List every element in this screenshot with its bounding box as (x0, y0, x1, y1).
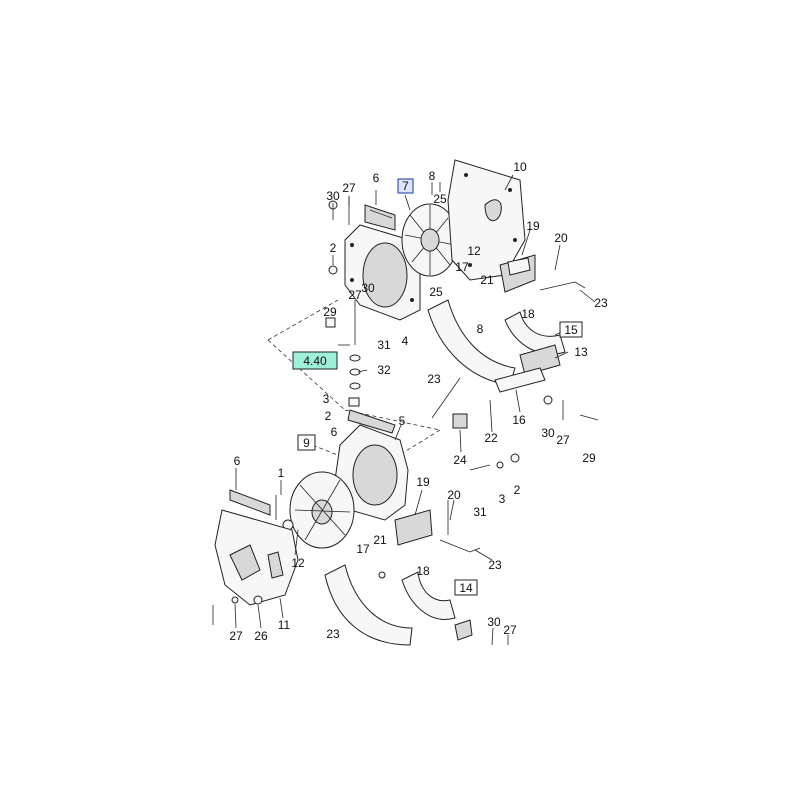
ref-box-14-label: 14 (459, 581, 473, 595)
callout-label: 18 (521, 307, 535, 321)
callout-label: 27 (229, 629, 243, 643)
bolt-set-upper (325, 196, 361, 407)
callout-label: 12 (467, 244, 481, 258)
callout-label: 30 (541, 426, 555, 440)
rear-cover-10 (447, 159, 526, 281)
callout-label: 20 (554, 231, 568, 245)
bolt-set-lower (212, 495, 449, 625)
callout-label: 19 (526, 219, 540, 233)
rod-23-lower (439, 539, 481, 553)
ref-box-14[interactable]: 14 (454, 579, 478, 596)
callout-label: 23 (488, 558, 502, 572)
callout-label: 6 (234, 454, 241, 468)
callout-label: 6 (331, 425, 338, 439)
support-bracket-19 (499, 254, 536, 293)
assembly-outline-dashed (267, 299, 441, 471)
callout-label: 3 (323, 392, 330, 406)
clamp-assembly-15 (494, 311, 566, 393)
callout-label: 18 (416, 564, 430, 578)
callout-label: 3 (499, 492, 506, 506)
callout-label: 5 (399, 414, 406, 428)
callout-label: 13 (574, 345, 588, 359)
callout-label: 27 (556, 433, 570, 447)
mounting-plate-middle (347, 409, 396, 434)
callout-label: 23 (427, 372, 441, 386)
callout-label: 17 (356, 542, 370, 556)
callout-label: 23 (326, 627, 340, 641)
callout-label: 29 (323, 305, 337, 319)
callout-label: 27 (503, 623, 517, 637)
ref-box-9[interactable]: 9 (297, 434, 316, 451)
scroll-housing-lower (324, 564, 413, 646)
callout-labels: 30 27 6 2 27 30 29 31 32 3 2 6 5 4 8 10 … (229, 160, 608, 643)
callout-label: 27 (342, 181, 356, 195)
flange-housing-4 (344, 224, 421, 321)
ref-box-15-label: 15 (564, 323, 578, 337)
callout-label: 4 (402, 334, 409, 348)
rod-23-mid (431, 377, 461, 419)
callout-label: 16 (512, 413, 526, 427)
callout-label: 21 (373, 533, 387, 547)
ref-box-7[interactable]: 7 (397, 178, 414, 194)
callout-label: 19 (416, 475, 430, 489)
rod-23-upper (539, 281, 586, 291)
mounting-plate-lower (229, 489, 271, 516)
rear-plate-11 (214, 509, 299, 606)
callout-label: 25 (433, 192, 447, 206)
callout-label: 10 (513, 160, 527, 174)
bolt-set-mid (469, 453, 520, 471)
callout-label: 31 (377, 338, 391, 352)
callout-label: 11 (278, 618, 291, 632)
flange-housing-5 (334, 424, 409, 521)
scroll-housing-17 (427, 299, 516, 386)
callout-label: 26 (254, 629, 268, 643)
callout-label: 23 (594, 296, 608, 310)
callout-label: 29 (582, 451, 596, 465)
callout-label: 1 (278, 466, 285, 480)
ref-box-4-40-label: 4.40 (303, 354, 327, 368)
ref-box-7-label: 7 (402, 179, 409, 193)
ref-box-15[interactable]: 15 (559, 321, 583, 338)
callout-label: 22 (484, 431, 498, 445)
callout-label: 27 (348, 288, 362, 302)
callout-label: 8 (429, 169, 436, 183)
clamp-assembly-14 (401, 571, 473, 641)
callout-label: 30 (361, 281, 375, 295)
impeller-9 (282, 471, 355, 549)
mounting-plate-upper (364, 204, 396, 231)
ref-box-4-40[interactable]: 4.40 (292, 351, 338, 370)
leader-lines (234, 174, 596, 646)
callout-label: 2 (514, 483, 521, 497)
callout-label: 30 (326, 189, 340, 203)
callout-label: 2 (330, 241, 337, 255)
callout-label: 8 (477, 322, 484, 336)
callout-label: 31 (473, 505, 487, 519)
callout-label: 20 (447, 488, 461, 502)
callout-label: 30 (487, 615, 501, 629)
block-24 (452, 413, 468, 429)
callout-label: 25 (429, 285, 443, 299)
ref-box-9-label: 9 (303, 436, 310, 450)
support-bracket-lower (394, 509, 433, 546)
callout-label: 24 (453, 453, 467, 467)
callout-label: 17 (455, 260, 469, 274)
callout-label: 6 (373, 171, 380, 185)
callout-label: 12 (291, 556, 305, 570)
callout-label: 32 (377, 363, 391, 377)
bolt-set-right (543, 395, 599, 421)
callout-label: 21 (480, 273, 494, 287)
callout-label: 2 (325, 409, 332, 423)
